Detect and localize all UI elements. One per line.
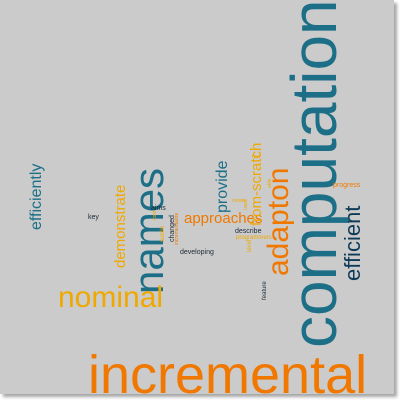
word-fast: fast [252,154,261,160]
word-key: key [88,214,99,221]
word-create: create [232,198,246,204]
word-nominal: nominal [58,281,164,314]
word-describe: describe [235,228,262,235]
word-efficient: efficient [340,205,365,281]
word-level: level [247,239,253,252]
word-cloud: incremental computation names nominal ad… [0,0,394,394]
word-cost: cost [152,210,158,220]
word-aims: aims [151,205,166,212]
word-efficiently: efficiently [28,163,45,230]
word-developing: developing [180,249,214,256]
word-approaches: approaches [184,210,263,227]
word-demonstrate: demonstrate [112,184,129,268]
word-programmers: programmers [236,235,272,241]
word-progress: progress [333,182,361,189]
word-incremental: incremental [88,345,368,394]
word-feature: feature [262,281,268,300]
word-able: able [267,178,273,188]
word-provide: provide [214,160,231,213]
word-incrementalize: incrementalize [174,212,180,245]
word-subtle: subtle [160,225,166,242]
